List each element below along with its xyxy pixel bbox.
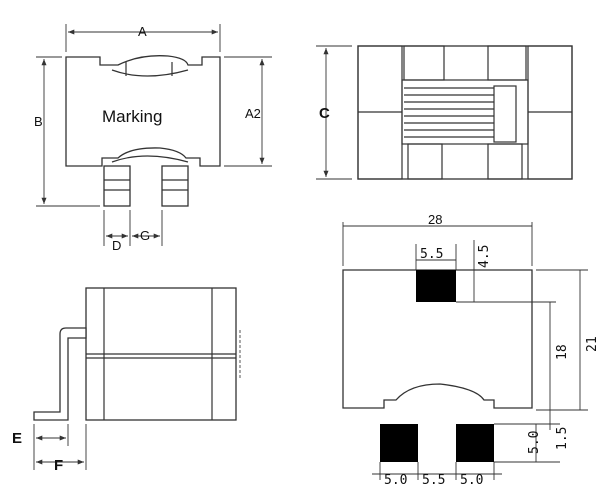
top-view-body [65,55,221,167]
land-pattern-outline [342,269,533,409]
bottom-pad-right [456,424,494,462]
dim-pad-gap: 5.5 [422,473,445,488]
top-pad [416,270,456,302]
dim-f-label: F [54,457,63,474]
top-view: Marking A B A2 D G [34,24,272,253]
bottom-pad-left [380,424,418,462]
dim-bottom-gap: 1.5 [555,427,570,450]
dim-total-height: 21 [585,336,600,352]
dim-a-label: A [138,24,147,39]
side-view: E F [12,287,241,474]
dim-a2-label: A2 [245,106,261,121]
terminal-left [103,165,131,207]
coil-winding [404,85,517,143]
dim-center-height: 18 [555,344,570,360]
dim-bottom-pad-height: 5.0 [527,431,542,454]
dim-b-label: B [34,114,43,129]
bottom-notch-curve [111,155,189,163]
dim-width-label: 28 [428,212,442,227]
top-notch-curve [111,69,189,77]
land-pattern: 28 5.5 4.5 18 21 5.0 1.5 5.0 5.5 5.0 [342,212,600,488]
terminal-right [161,165,189,207]
dim-top-pad-width: 5.5 [420,247,443,262]
dim-top-pad-height: 4.5 [477,245,492,268]
front-view: C [316,45,573,180]
dim-c-label: C [319,105,330,122]
dim-e-label: E [12,430,22,447]
dim-d-label: D [112,238,121,253]
dim-right-pad-width: 5.0 [460,473,483,488]
dim-left-pad-width: 5.0 [384,473,407,488]
marking-label: Marking [102,107,162,126]
dim-g-label: G [140,228,150,243]
bent-lead [33,327,87,421]
top-notch-line [125,62,173,76]
